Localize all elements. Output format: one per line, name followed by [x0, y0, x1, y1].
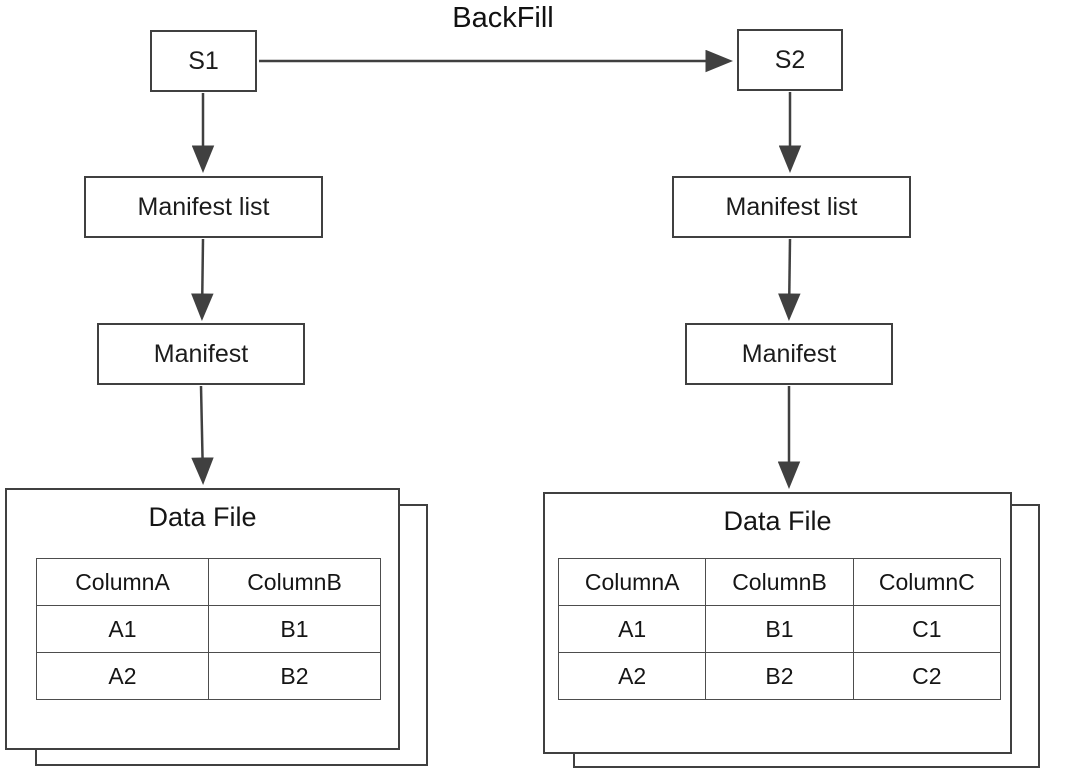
table-cell: A2	[36, 652, 209, 700]
data-file-left-title: Data File	[148, 502, 257, 532]
data-file-right-title: Data File	[723, 506, 832, 536]
snapshot-s2-node: S2	[737, 29, 843, 91]
snapshot-s1-node: S1	[150, 30, 257, 92]
manifest-right-node: Manifest	[685, 323, 893, 385]
table-cell: B1	[208, 605, 381, 653]
backfill-title: BackFill	[452, 2, 554, 34]
table-cell: C2	[852, 652, 1002, 700]
manifest-list-left-node: Manifest list	[84, 176, 323, 238]
table-cell: B1	[705, 605, 854, 653]
manifest-list-right-node: Manifest list	[672, 176, 911, 238]
arrow-manifest-list-left-to-manifest-left	[191, 238, 214, 321]
table-cell: A1	[557, 605, 707, 653]
table-header-cell: ColumnB	[705, 558, 854, 606]
table-header-cell: ColumnA	[557, 558, 707, 606]
table-header-cell: ColumnA	[36, 558, 209, 606]
manifest-left-node: Manifest	[97, 323, 305, 385]
table-cell: B2	[705, 652, 854, 700]
table-header-cell: ColumnB	[208, 558, 381, 606]
arrow-manifest-list-right-to-manifest-right	[778, 238, 801, 321]
table-header-cell: ColumnC	[852, 558, 1002, 606]
table-cell: A2	[557, 652, 707, 700]
table-cell: B2	[208, 652, 381, 700]
table-cell: A1	[36, 605, 209, 653]
arrow-manifest-left-to-data-file-left	[191, 385, 214, 485]
table-cell: C1	[852, 605, 1002, 653]
